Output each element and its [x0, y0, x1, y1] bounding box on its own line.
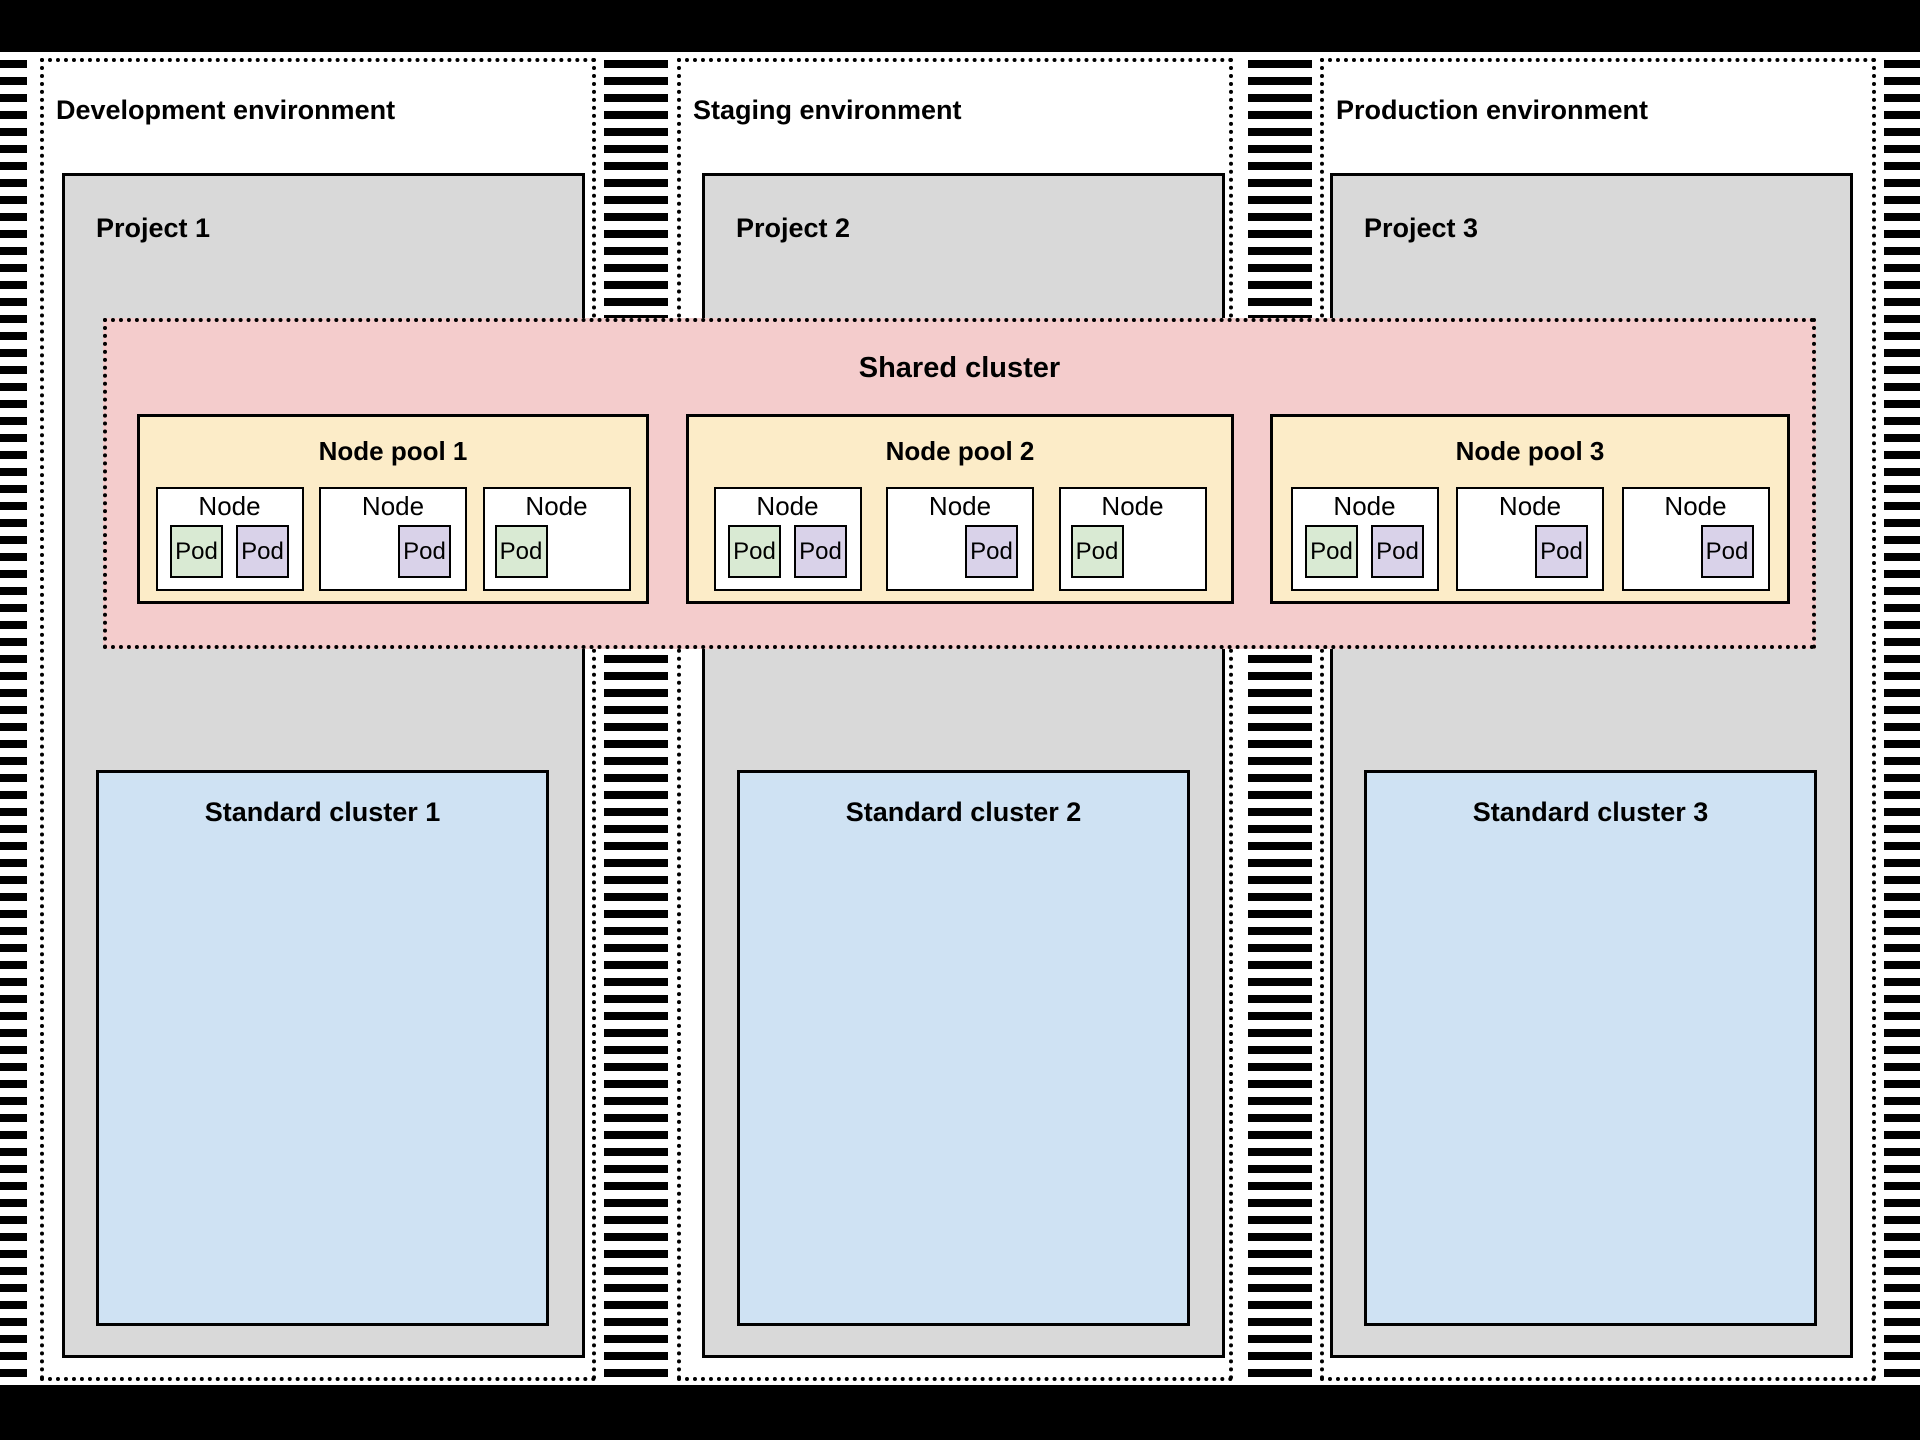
environment-box-staging: Staging environment [677, 58, 1233, 1381]
node-pool-title: Node pool 2 [885, 436, 1035, 466]
standard-cluster-title: Standard cluster 2 [845, 797, 1082, 827]
pod-row: Pod [1458, 525, 1602, 578]
node-pool-title: Node pool 1 [318, 436, 468, 466]
pod-row: Pod [485, 525, 629, 578]
pod-purple: Pod [236, 525, 289, 578]
node-label: Node [928, 491, 992, 521]
pod-purple: Pod [1535, 525, 1588, 578]
standard-cluster-box-2: Standard cluster 2 [737, 770, 1190, 1326]
pod-purple: Pod [794, 525, 847, 578]
node-label: Node [198, 491, 261, 521]
isolation-hatch-left [0, 60, 27, 1378]
pod-green: Pod [494, 525, 548, 578]
node-label: Node [1333, 491, 1396, 521]
pod-green: Pod [1305, 525, 1358, 578]
pod-purple: Pod [965, 525, 1018, 578]
environment-title: Production environment [1336, 95, 1649, 125]
node-label: Node [756, 491, 819, 521]
pod-green: Pod [728, 525, 781, 578]
node-label: Node [1664, 491, 1727, 521]
shared-cluster-title: Shared cluster [858, 352, 1061, 384]
standard-cluster-title: Standard cluster 3 [1472, 797, 1709, 827]
environment-title: Staging environment [693, 95, 962, 125]
project-title: Project 2 [736, 213, 851, 243]
pod-row: Pod [888, 525, 1032, 578]
node-pool-title: Node pool 3 [1455, 436, 1605, 466]
pod-row: Pod [1061, 525, 1205, 578]
project-title: Project 1 [96, 213, 211, 243]
isolation-hatch-mid-2 [1248, 60, 1312, 1378]
pod-purple: Pod [398, 525, 451, 578]
node-label: Node [361, 491, 425, 521]
project-title: Project 3 [1364, 213, 1479, 243]
environment-box-production: Production environment [1320, 58, 1876, 1381]
isolation-hatch-right [1884, 60, 1920, 1378]
pod-green: Pod [1070, 525, 1124, 578]
node-label: Node [1101, 491, 1164, 521]
environment-box-development: Development environment [40, 58, 596, 1381]
pod-purple: Pod [1371, 525, 1424, 578]
standard-cluster-box-3: Standard cluster 3 [1364, 770, 1817, 1326]
standard-cluster-title: Standard cluster 1 [204, 797, 441, 827]
standard-cluster-box-1: Standard cluster 1 [96, 770, 549, 1326]
environment-title: Development environment [56, 95, 396, 125]
node-label: Node [525, 491, 588, 521]
pod-row: Pod [1624, 525, 1768, 578]
pod-row: Pod [321, 525, 465, 578]
pod-green: Pod [170, 525, 223, 578]
node-label: Node [1498, 491, 1562, 521]
pod-purple: Pod [1700, 525, 1754, 578]
isolation-hatch-mid-1 [604, 60, 668, 1378]
